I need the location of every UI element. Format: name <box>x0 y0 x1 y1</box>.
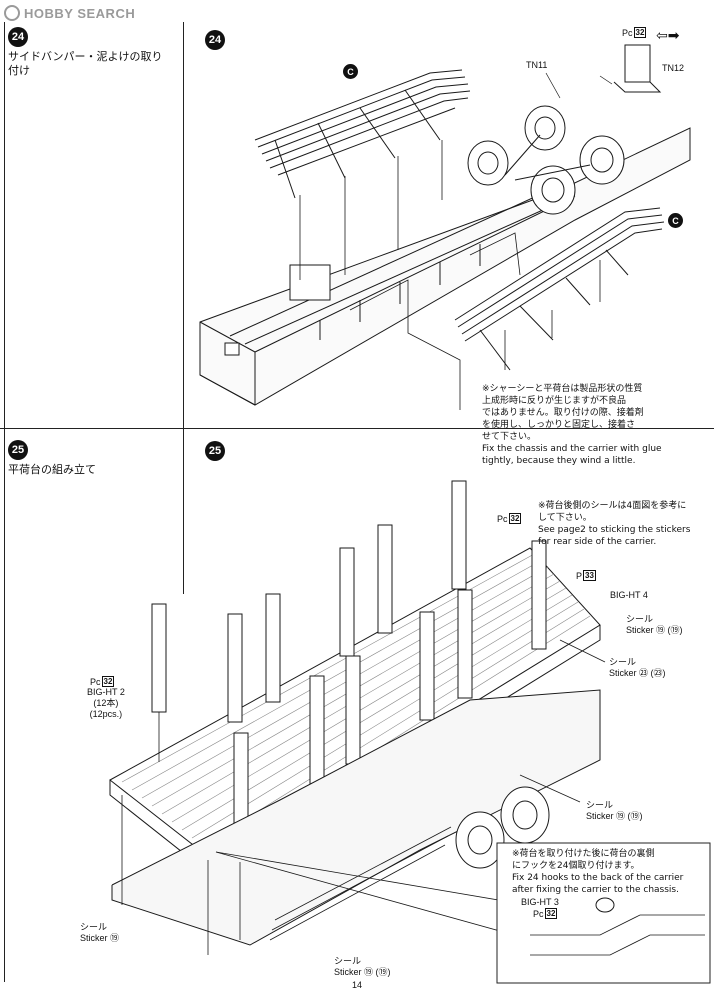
tag-c-upper: C <box>343 64 358 79</box>
step-24-title-line1: サイドバンパー・泥よけの取り <box>8 50 163 63</box>
part-ref-pc32-top: Pc 32 <box>497 513 522 524</box>
double-arrow-icon: ⇦➡ <box>656 28 680 44</box>
part-ref-ph33-num: 33 <box>583 570 596 581</box>
part-ref-pc32-inset-letter: Pc <box>533 908 544 919</box>
sticker-label-5-text: Sticker <box>334 967 362 977</box>
note-25: ※荷台後側のシールは4面図を参考に して下さい。 See page2 to st… <box>538 500 710 548</box>
seal-label-5: シール <box>334 956 362 966</box>
leader-lines <box>121 639 606 955</box>
step-24-badge: 24 <box>8 27 28 47</box>
note-25-en-1: See page2 to sticking the stickers <box>538 525 691 535</box>
hook-inset <box>496 842 711 984</box>
part-ref-ph33: P 33 <box>576 570 596 581</box>
stakes <box>151 480 547 842</box>
side-bumper-upper <box>254 69 471 280</box>
sticker-label-3-num: ⑲ (⑲) <box>616 811 643 821</box>
note-24: ※シャーシーと平荷台は製品形状の性質 上成形時に反りが生じますが不良品 ではあり… <box>482 383 702 467</box>
sticker-label-4: Sticker ⑲ <box>80 933 119 944</box>
part-ref-pc32-inset-num: 32 <box>544 908 558 919</box>
big-ht2-label: BIG-HT 2 <box>87 687 125 697</box>
big-ht4-label: BIG-HT 4 <box>610 590 648 600</box>
tag-c-lower: C <box>668 213 683 228</box>
seal-label-2: シール <box>609 657 637 667</box>
inset-note-jp-2: にフックを24個取り付けます。 <box>512 861 640 871</box>
note-25-jp-2: して下さい。 <box>538 513 592 523</box>
note-24-jp-2: 上成形時に反りが生じますが不良品 <box>482 396 627 406</box>
sticker-label-1-text: Sticker <box>626 625 654 635</box>
part-ref-24-num: 32 <box>633 27 647 38</box>
note-24-jp-4: を使用し、しっかりと固定し、接着さ <box>482 420 636 430</box>
note-24-jp-5: せて下さい。 <box>482 432 537 442</box>
sticker-label-1-num: ⑲ (⑲) <box>656 625 683 635</box>
inset-note: ※荷台を取り付けた後に荷台の裏側 にフックを24個取り付けます。 Fix 24 … <box>512 848 707 896</box>
part-ref-ph33-letter: P <box>576 570 583 581</box>
brand-name: HOBBY SEARCH <box>24 5 136 21</box>
inset-note-en-2: after fixing the carrier to the chassis. <box>512 885 679 895</box>
part-ref-pc32-top-letter: Pc <box>497 513 508 524</box>
note-24-jp-1: ※シャーシーと平荷台は製品形状の性質 <box>482 384 643 394</box>
sticker-label-5-num: ⑲ (⑲) <box>364 967 391 977</box>
part-ref-24-letter: Pc <box>622 27 633 38</box>
big-ht2-block: BIG-HT 2 (12本) (12pcs.) <box>87 687 125 720</box>
big-ht3-label: BIG-HT 3 <box>521 897 559 907</box>
chassis-24 <box>199 105 691 406</box>
sticker-label-2-text: Sticker <box>609 668 637 678</box>
column-divider <box>183 22 184 594</box>
part-ref-24: Pc 32 <box>622 27 647 38</box>
tn12-label: TN12 <box>662 63 685 73</box>
tn12-plate <box>613 44 662 93</box>
brand-logo-icon <box>4 5 20 21</box>
sticker-label-2: Sticker ㉓ (㉓) <box>609 668 666 679</box>
big-ht2-count-en: (12pcs.) <box>89 709 123 719</box>
sticker-label-3-text: Sticker <box>586 811 614 821</box>
diagram-24-badge: 24 <box>205 30 225 50</box>
diagram-25-badge: 25 <box>205 441 225 461</box>
seal-label-4: シール <box>80 922 108 932</box>
page-number: 14 <box>352 980 363 990</box>
step-25-title: 平荷台の組み立て <box>8 463 96 476</box>
note-25-en-2: for rear side of the carrier. <box>538 537 657 547</box>
note-24-jp-3: ではありません。取り付けの際、接着剤 <box>482 408 644 418</box>
step-25-badge: 25 <box>8 440 28 460</box>
note-25-jp-1: ※荷台後側のシールは4面図を参考に <box>538 501 687 511</box>
sticker-label-3: Sticker ⑲ (⑲) <box>586 811 643 822</box>
chassis-25 <box>111 689 601 946</box>
sticker-label-1: Sticker ⑲ (⑲) <box>626 625 683 636</box>
note-24-en-2: tightly, because they wind a little. <box>482 456 636 466</box>
big-ht2-count-jp: (12本) <box>93 698 119 708</box>
sticker-label-4-text: Sticker <box>80 933 108 943</box>
part-ref-pc32-left: Pc 32 <box>90 676 115 687</box>
part-ref-pc32-left-letter: Pc <box>90 676 101 687</box>
note-24-en-1: Fix the chassis and the carrier with glu… <box>482 444 662 454</box>
sticker-label-5: Sticker ⑲ (⑲) <box>334 967 391 978</box>
inset-note-jp-1: ※荷台を取り付けた後に荷台の裏側 <box>512 849 655 859</box>
tn11-label: TN11 <box>526 60 548 70</box>
part-ref-pc32-top-num: 32 <box>508 513 522 524</box>
step-24-title-line2: 付け <box>8 64 30 77</box>
seal-label-1: シール <box>626 614 654 624</box>
seal-label-3: シール <box>586 800 614 810</box>
step-24-title: サイドバンパー・泥よけの取り 付け <box>8 50 180 78</box>
sticker-label-2-num: ㉓ (㉓) <box>639 668 666 678</box>
section-divider <box>0 428 714 429</box>
side-bumper-lower <box>349 207 665 410</box>
part-ref-pc32-left-num: 32 <box>101 676 115 687</box>
inset-note-en-1: Fix 24 hooks to the back of the carrier <box>512 873 684 883</box>
sticker-label-4-num: ⑲ <box>110 933 120 943</box>
brand-header: HOBBY SEARCH <box>4 3 135 23</box>
page-frame-left <box>4 22 5 982</box>
part-ref-pc32-inset: Pc 32 <box>533 908 558 919</box>
